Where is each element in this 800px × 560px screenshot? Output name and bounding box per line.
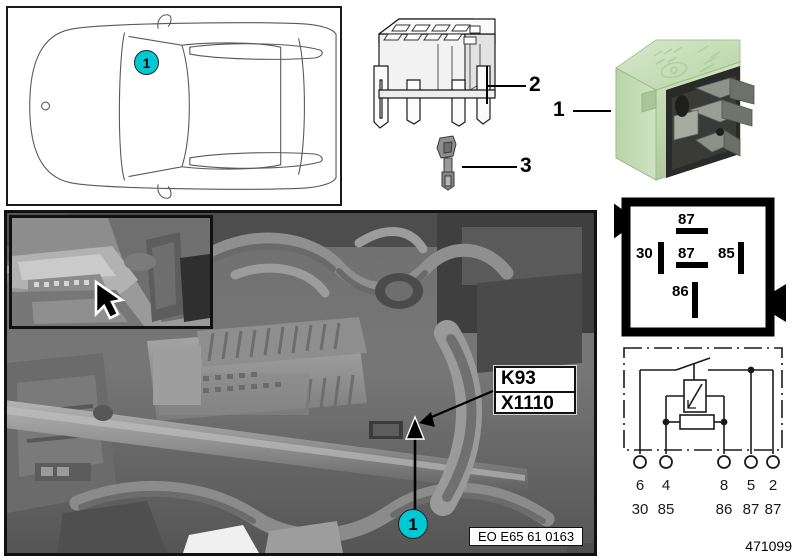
terminal-number-85: 85 <box>658 501 675 518</box>
terminal-label-86: 86 <box>672 283 689 300</box>
leader-line-3 <box>462 166 517 168</box>
terminal-label-87-top: 87 <box>678 211 695 228</box>
terminal-number-87-a: 87 <box>743 501 760 518</box>
installation-photo-panel: K93 X1110 1 <box>4 210 597 556</box>
terminal-number-30: 30 <box>632 501 649 518</box>
ref-number-2: 2 <box>529 73 541 96</box>
component-label-box: K93 X1110 <box>493 365 577 415</box>
terminal-number-86: 86 <box>716 501 733 518</box>
photo-callout-1[interactable]: 1 <box>398 509 428 539</box>
component-label-x1110: X1110 <box>496 391 574 414</box>
pin-terminal <box>633 455 647 469</box>
circuit-schematic-svg: 6 4 8 5 2 30 85 86 87 87 <box>623 347 783 518</box>
pin-terminal <box>717 455 731 469</box>
relay-component-image <box>612 28 782 188</box>
photo-caption: EO E65 61 0163 <box>469 527 584 546</box>
terminal-blade-87-top <box>676 228 708 234</box>
cabin-interior-svg <box>12 218 210 326</box>
component-label-k93: K93 <box>501 368 536 389</box>
junction-dot <box>720 418 728 426</box>
leader-line-1 <box>573 110 611 112</box>
terminal-designation-diagram: 87 30 87 85 86 <box>614 196 794 338</box>
terminal-label-85: 85 <box>718 245 735 262</box>
document-number: 471099 <box>745 538 792 554</box>
relay-boundary <box>623 347 783 451</box>
terminal-number-87-b: 87 <box>765 501 782 518</box>
pin-number-4: 4 <box>662 477 670 494</box>
terminal-label-30: 30 <box>636 245 653 262</box>
relay-holder-group: 2 3 <box>352 4 552 204</box>
relay-circuit-schematic: 6 4 8 5 2 30 85 86 87 87 <box>618 344 796 524</box>
terminal-blade-85 <box>738 242 744 274</box>
junction-dot <box>662 418 670 426</box>
pin-terminal <box>766 455 780 469</box>
relay-svg <box>615 39 756 181</box>
vehicle-callout-1[interactable]: 1 <box>134 50 159 75</box>
pin-number-2: 2 <box>769 477 777 494</box>
junction-dot <box>747 366 755 374</box>
ref-number-1: 1 <box>553 98 565 121</box>
ref-number-3: 3 <box>520 154 532 177</box>
terminal-designation-svg: 87 30 87 85 86 <box>614 197 786 337</box>
relay-holder-svg <box>373 18 496 191</box>
pin-number-8: 8 <box>720 477 728 494</box>
vehicle-location-panel: 1 <box>6 6 342 206</box>
terminal-blade-30 <box>658 242 664 274</box>
terminal-blade-87-center <box>676 262 708 268</box>
terminal-label-87-center: 87 <box>678 245 695 262</box>
pin-terminal <box>659 455 673 469</box>
leader-line-2 <box>488 85 526 87</box>
pin-number-5: 5 <box>747 477 755 494</box>
leader-tick-2 <box>486 66 488 104</box>
vehicle-outline-svg <box>29 14 337 199</box>
inset-location-photo <box>9 215 213 329</box>
terminal-blade-86 <box>692 282 698 318</box>
pin-number-6: 6 <box>636 477 644 494</box>
pin-terminal <box>744 455 758 469</box>
pointer-arrow-icon <box>94 279 126 320</box>
